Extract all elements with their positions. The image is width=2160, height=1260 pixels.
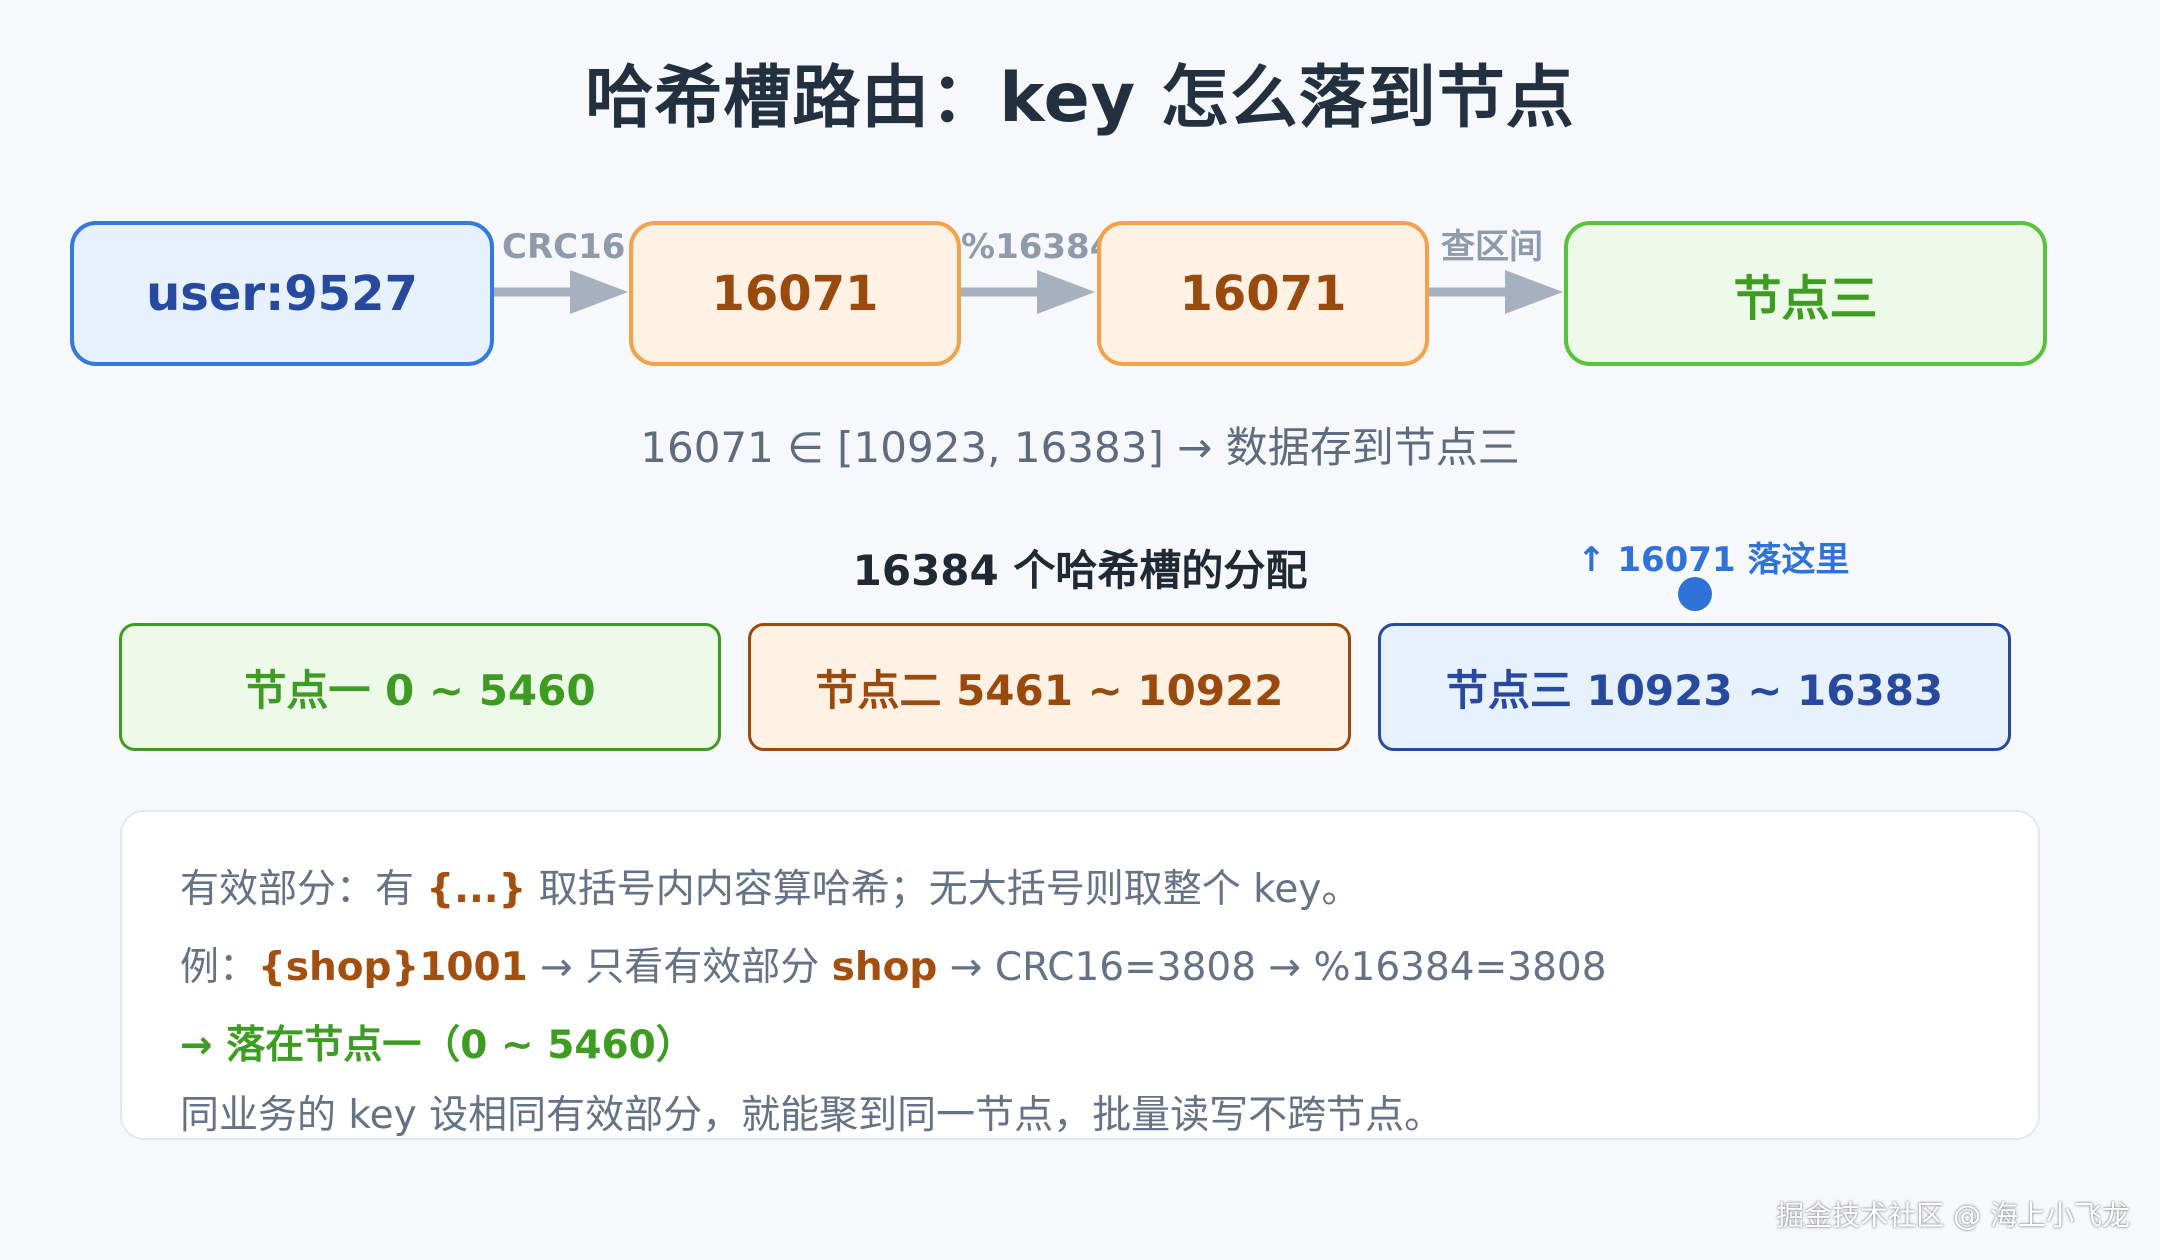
note-line-2-suffix: → CRC16=3808 → %16384=3808 xyxy=(937,945,1607,990)
target-node-box: 节点三 xyxy=(1564,221,2047,366)
crc-result-box: 16071 xyxy=(629,221,961,366)
crc-result-label: 16071 xyxy=(711,265,879,322)
mod-arrow: %16384 xyxy=(961,227,1113,314)
node-one-range: 节点一 0 ~ 5460 xyxy=(119,623,721,751)
mod-result-box: 16071 xyxy=(1097,221,1429,366)
note-line-2-prefix: 例： xyxy=(180,945,259,990)
note-line-2-highlight-tag: shop xyxy=(831,945,938,990)
range-formula: 16071 ∈ [10923, 16383] → 数据存到节点三 xyxy=(640,423,1520,472)
node-one-range-label: 节点一 0 ~ 5460 xyxy=(244,665,596,715)
note-line-2-mid: → 只看有效部分 xyxy=(527,945,832,990)
node-two-range: 节点二 5461 ~ 10922 xyxy=(748,623,1351,751)
key-box: user:9527 xyxy=(70,221,494,366)
target-node-label: 节点三 xyxy=(1733,270,1878,327)
node-two-range-label: 节点二 5461 ~ 10922 xyxy=(815,665,1284,715)
slot-marker-dot xyxy=(1678,577,1712,611)
note-line-example: 例：{shop}1001 → 只看有效部分 shop → CRC16=3808 … xyxy=(180,936,1607,992)
hash-tag-note: 有效部分：有 {...} 取括号内内容算哈希；无大括号则取整个 key。 例：{… xyxy=(120,810,2040,1140)
crc16-arrow-label: CRC16 xyxy=(502,227,625,267)
node-three-range: 节点三 10923 ~ 16383 xyxy=(1378,623,2011,751)
key-label: user:9527 xyxy=(146,265,418,322)
watermark: 掘金技术社区 @ 海上小飞龙 xyxy=(1776,1199,2130,1232)
range-arrow-label: 查区间 xyxy=(1441,227,1543,267)
distribution-title: 16384 个哈希槽的分配 xyxy=(852,546,1308,595)
note-line-result: → 落在节点一（0 ~ 5460） xyxy=(180,1023,695,1068)
crc16-arrow: CRC16 xyxy=(494,227,628,314)
mod-arrow-label: %16384 xyxy=(961,227,1113,267)
page-title: 哈希槽路由：key 怎么落到节点 xyxy=(585,59,1575,138)
range-arrow: 查区间 xyxy=(1429,227,1563,314)
note-line-1-highlight: {...} xyxy=(426,867,527,912)
note-line-1-suffix: 取括号内内容算哈希；无大括号则取整个 key。 xyxy=(526,867,1361,912)
note-line-summary: 同业务的 key 设相同有效部分，就能聚到同一节点，批量读写不跨节点。 xyxy=(180,1093,1444,1138)
mod-result-label: 16071 xyxy=(1179,265,1347,322)
note-line-valid-part: 有效部分：有 {...} 取括号内内容算哈希；无大括号则取整个 key。 xyxy=(180,858,1360,914)
node-three-range-label: 节点三 10923 ~ 16383 xyxy=(1445,665,1944,715)
note-line-2-highlight-key: {shop}1001 xyxy=(258,945,528,990)
slot-marker-label: ↑ 16071 落这里 xyxy=(1577,540,1850,580)
note-line-1-prefix: 有效部分：有 xyxy=(180,867,427,912)
